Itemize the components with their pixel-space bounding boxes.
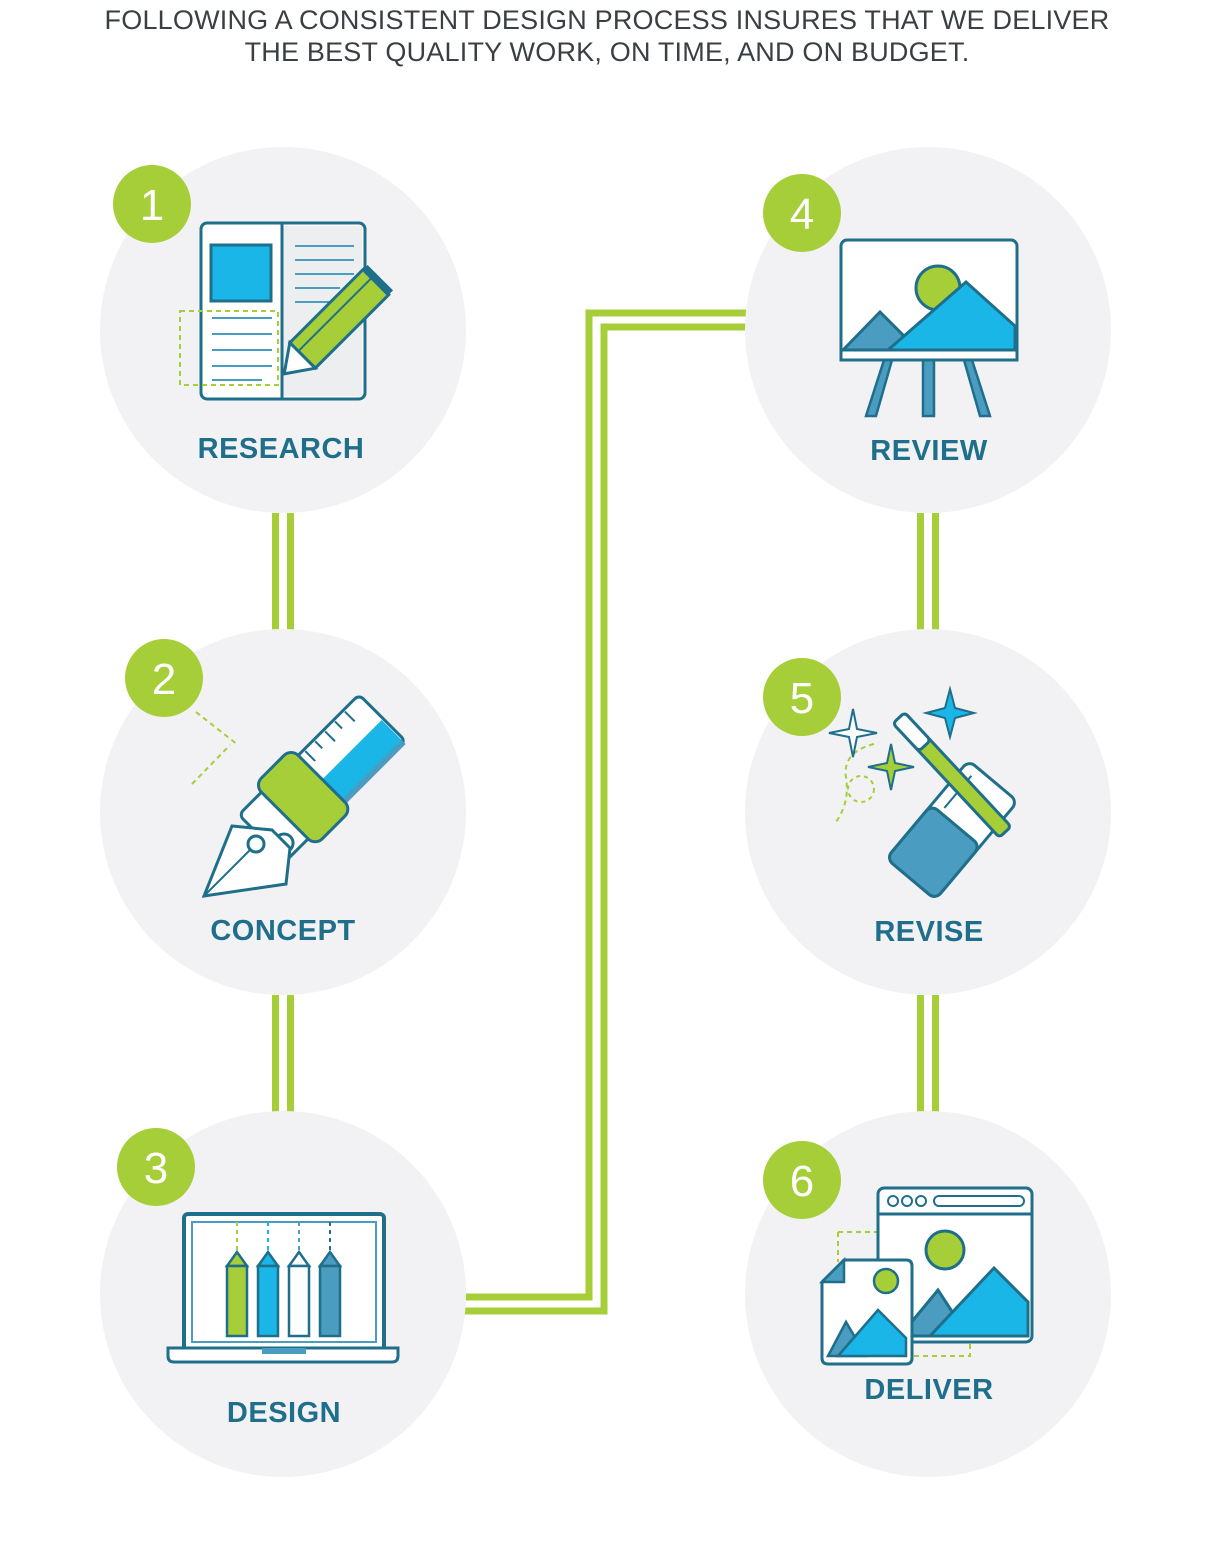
step-5-label: REVISE [874, 916, 983, 948]
step-4-badge: 4 [763, 174, 841, 252]
headline-line-2: THE BEST QUALITY WORK, ON TIME, AND ON B… [244, 37, 970, 67]
step-2-badge: 2 [125, 639, 203, 717]
step-3-number: 3 [144, 1144, 168, 1193]
step-6-number: 6 [790, 1157, 814, 1206]
step-1-label: RESEARCH [198, 433, 365, 465]
step-6-label: DELIVER [864, 1374, 993, 1406]
step-6-badge: 6 [763, 1141, 841, 1219]
headline-line-1: FOLLOWING A CONSISTENT DESIGN PROCESS IN… [104, 5, 1110, 35]
easel-landscape-icon [839, 238, 1019, 418]
magic-wand-eraser-icon [828, 685, 1016, 898]
step-2-number: 2 [152, 655, 176, 704]
connector-1-2 [272, 513, 294, 631]
step-5-number: 5 [790, 674, 814, 723]
connector-3-4 [464, 309, 748, 1315]
connector-4-5 [917, 513, 939, 631]
pen-nib-ruler-icon [191, 695, 406, 898]
headline: FOLLOWING A CONSISTENT DESIGN PROCESS IN… [0, 4, 1214, 68]
connector-5-6 [917, 995, 939, 1113]
step-2-label: CONCEPT [210, 915, 355, 947]
step-5-badge: 5 [763, 658, 841, 736]
browser-images-icon [818, 1186, 1034, 1366]
laptop-pencils-icon [166, 1212, 400, 1364]
connector-2-3 [272, 995, 294, 1113]
step-3-badge: 3 [117, 1128, 195, 1206]
step-3-label: DESIGN [227, 1397, 341, 1429]
step-1-badge: 1 [113, 165, 191, 243]
step-4-label: REVIEW [870, 435, 988, 467]
step-1-number: 1 [140, 181, 164, 230]
document-pencil-icon [179, 221, 394, 401]
step-4-number: 4 [790, 190, 814, 239]
